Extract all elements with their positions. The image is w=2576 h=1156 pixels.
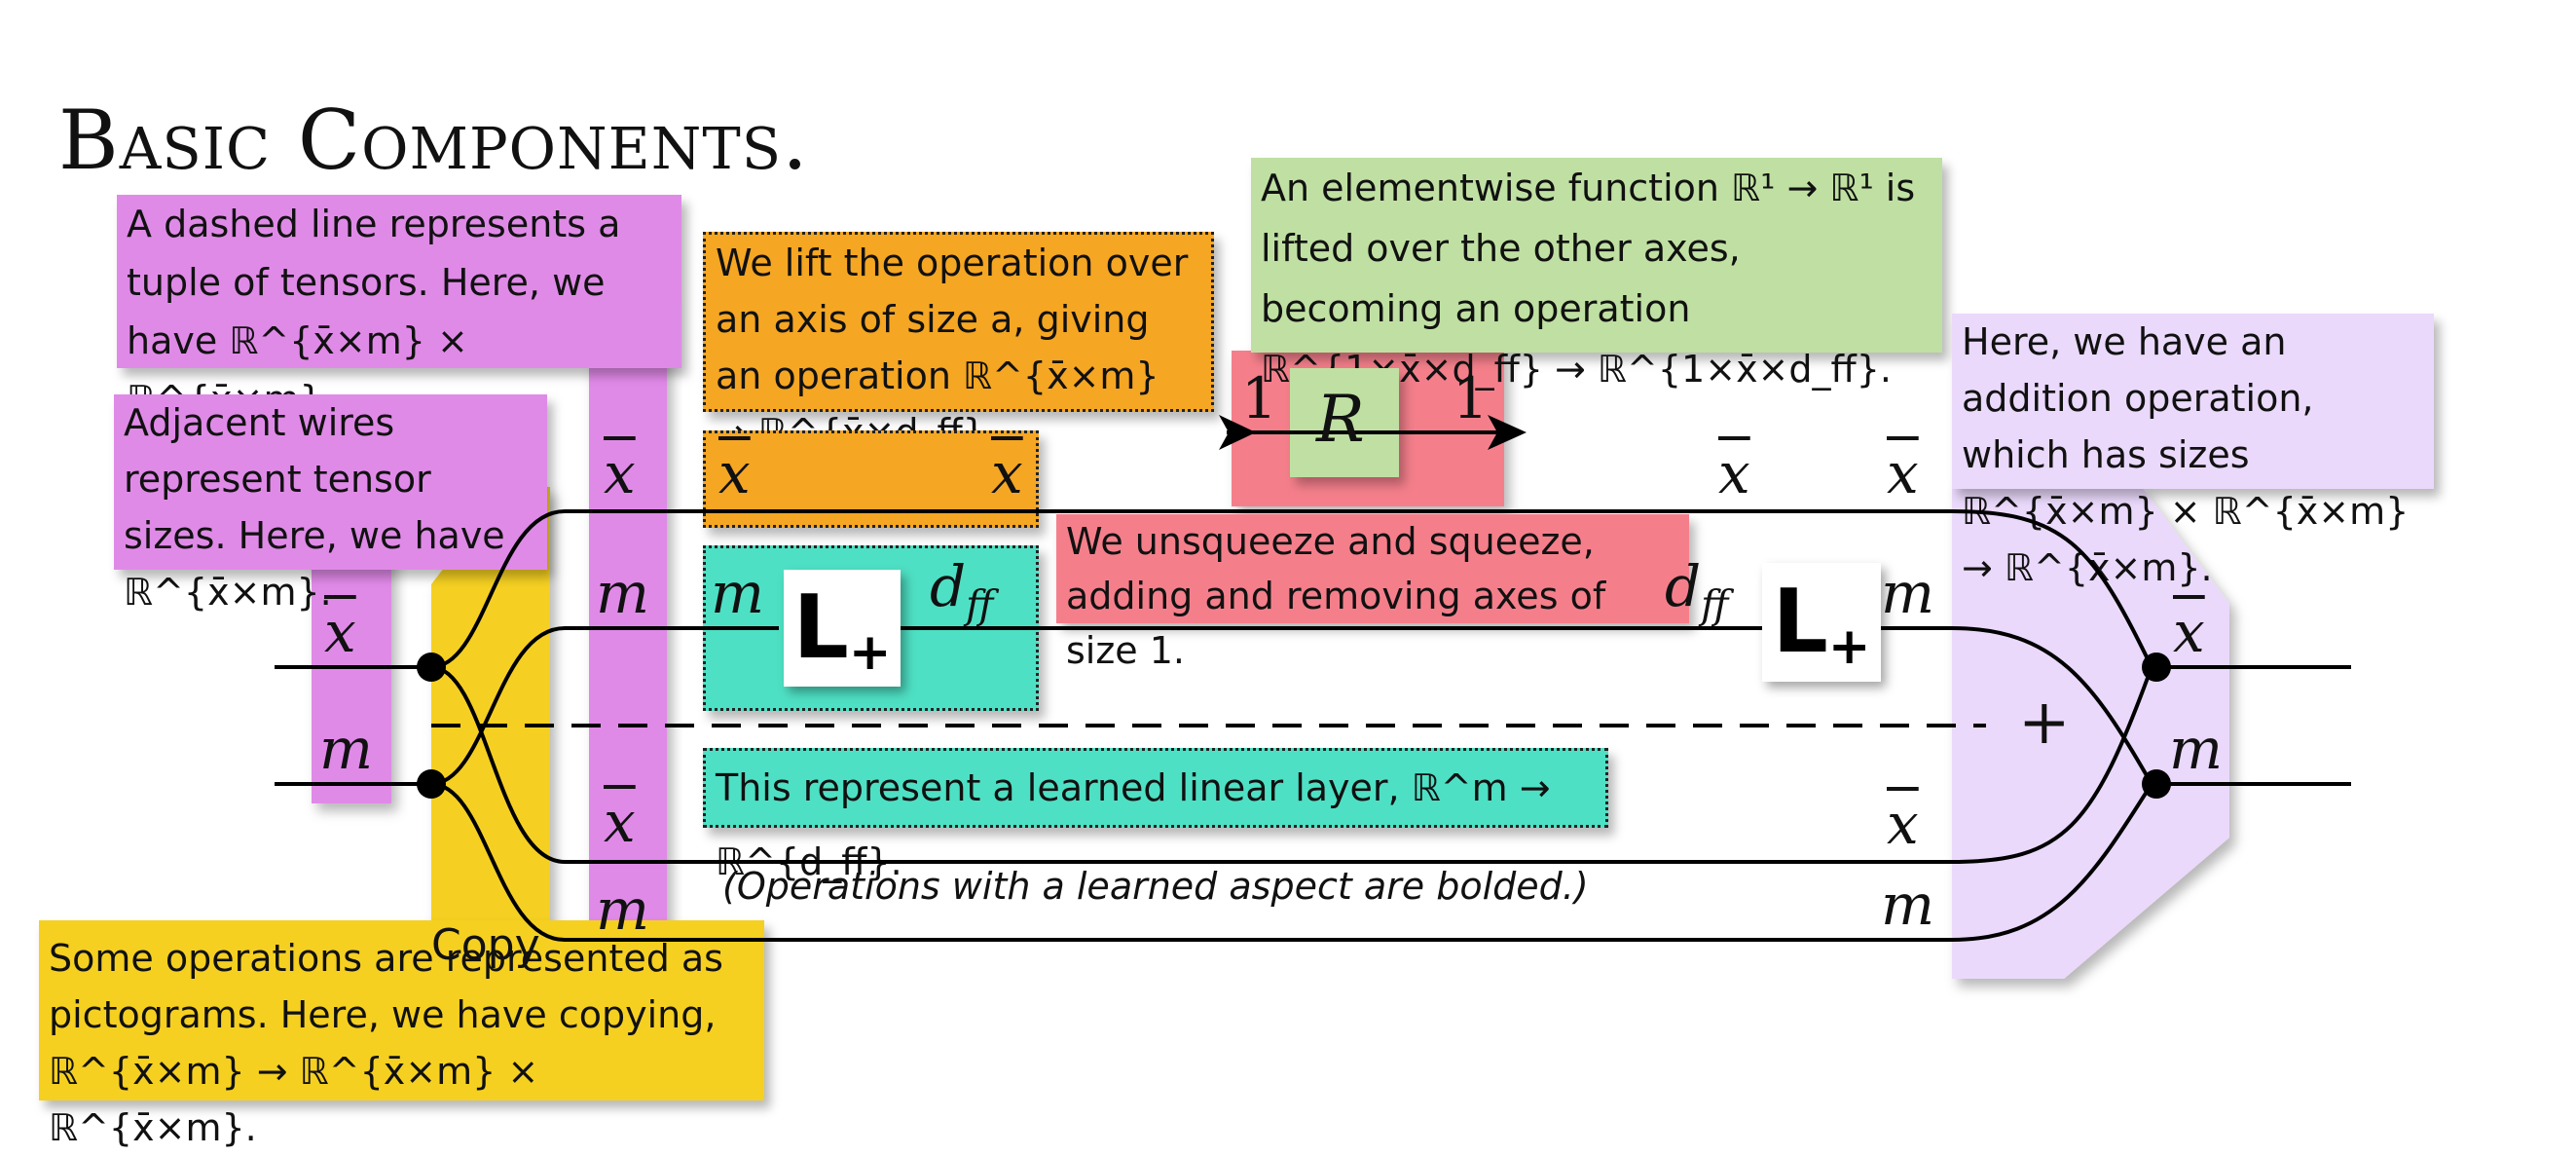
copy-wire-bottom-x — [430, 665, 1952, 864]
label-R: R — [1316, 382, 1365, 457]
addition-note-text: Here, we have an addition operation, whi… — [1962, 320, 2410, 589]
linear-layer-right: L+ — [1762, 563, 1881, 682]
label-m-in: m — [319, 716, 373, 782]
label-m-tuple-top: m — [596, 560, 649, 626]
copy-dot-m — [417, 769, 446, 799]
linear-left-L: L — [792, 577, 849, 679]
label-one-in: 1 — [1241, 365, 1277, 431]
R-arrow-in-head — [1219, 415, 1256, 450]
page-title: Basic Components. — [58, 93, 809, 188]
linear-right-plus: + — [1827, 617, 1871, 676]
linear-left-plus: + — [848, 623, 892, 682]
add-wire-4 — [1951, 782, 2153, 942]
label-one-out: 1 — [1453, 365, 1489, 431]
label-dff-linear-out: dff — [930, 553, 993, 628]
bold-hint: (Operations with a learned aspect are bo… — [722, 865, 1589, 908]
label-x-right-1: x — [1718, 440, 1750, 506]
add-wire-2 — [1951, 626, 2153, 785]
add-dot-m — [2142, 769, 2171, 799]
add-dot-x — [2142, 653, 2171, 682]
R-arrow-out-head — [1488, 415, 1527, 450]
label-x-tuple-bottom: x — [604, 789, 636, 855]
copy-dot-x — [417, 653, 446, 682]
copy-wire-top-m — [430, 626, 779, 786]
label-m-out: m — [2169, 716, 2223, 782]
label-m-linear-in: m — [711, 560, 764, 626]
linear-right-L: L — [1772, 571, 1828, 673]
adjacent-column — [312, 545, 391, 803]
label-x-in: x — [324, 599, 356, 665]
copy-label: Copy — [431, 920, 540, 970]
add-wire-1 — [1951, 509, 2153, 668]
adjacent-note-text: Adjacent wires represent tensor sizes. H… — [124, 401, 505, 614]
linear-layer-left: L+ — [784, 570, 901, 687]
copy-wire-bottom-m — [430, 782, 1952, 942]
squeeze-note: We unsqueeze and squeeze, adding and rem… — [1056, 514, 1689, 672]
label-x-out: x — [2173, 599, 2205, 665]
label-dff-sub: ff — [966, 582, 994, 628]
label-dff-linear-right: dff — [1665, 553, 1728, 628]
label-x-right-2: x — [1887, 440, 1919, 506]
label-x-tuple-top: x — [604, 440, 636, 506]
elementwise-note: An elementwise function ℝ¹ → ℝ¹ is lifte… — [1251, 158, 1942, 391]
elementwise-R-box — [1290, 368, 1399, 477]
label-x-bottom-right: x — [1887, 791, 1919, 857]
label-x-lift-right: x — [991, 440, 1023, 506]
label-m-tuple-bottom: m — [596, 876, 649, 943]
tuple-column — [589, 292, 667, 959]
label-dff-right-d: d — [1665, 553, 1702, 619]
label-dff-d: d — [930, 553, 967, 619]
label-x-lift-left: x — [718, 440, 751, 506]
wires — [275, 415, 2351, 942]
add-wire-3 — [1951, 666, 2153, 864]
diagram-canvas: Basic Components. A dashed line represen… — [39, 93, 2434, 1149]
squeeze-note-text: We unsqueeze and squeeze, adding and rem… — [1066, 520, 1606, 672]
label-plus: + — [2018, 687, 2071, 759]
copy-wire-top-x — [430, 509, 1952, 669]
label-m-linear-right: m — [1881, 560, 1934, 626]
label-dff-right-sub: ff — [1701, 582, 1729, 628]
learned-layer-note-text: This represent a learned linear layer, ℝ… — [716, 766, 1551, 883]
addition-note: Here, we have an addition operation, whi… — [1952, 314, 2434, 589]
adjacent-note: Adjacent wires represent tensor sizes. H… — [114, 394, 547, 614]
learned-layer-note: This represent a learned linear layer, ℝ… — [703, 748, 1608, 883]
label-m-bottom-right: m — [1881, 872, 1934, 938]
